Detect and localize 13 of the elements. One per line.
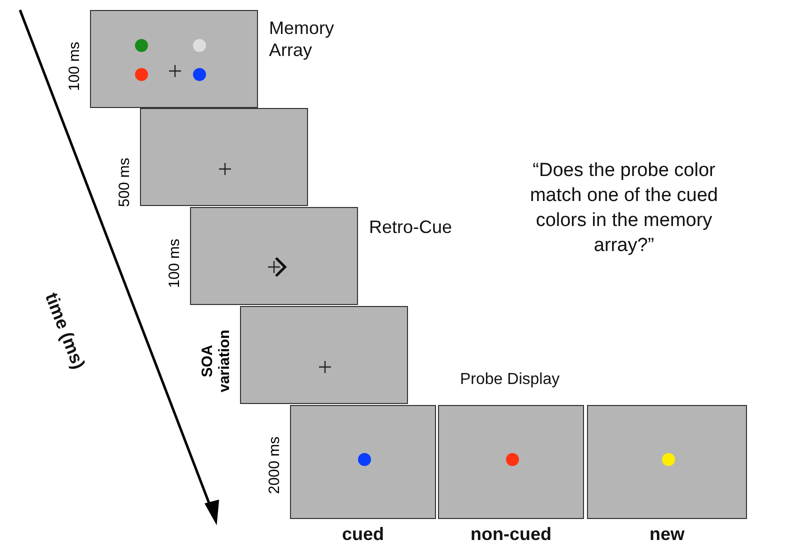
soa-label: SOA variation xyxy=(199,328,233,394)
duration-label: 100 ms xyxy=(166,238,183,288)
screen-heading: Retro-Cue xyxy=(369,216,454,238)
screen-heading: Memory Array xyxy=(269,17,336,61)
condition-label: non-cued xyxy=(470,524,552,545)
duration-label: 100 ms xyxy=(66,42,83,91)
condition-label: cued xyxy=(340,524,385,545)
duration-label: 500 ms xyxy=(116,158,133,207)
section-heading: Probe Display xyxy=(460,371,560,389)
axis-title: time (ms) xyxy=(40,290,89,372)
condition-label: new xyxy=(648,524,686,545)
duration-label: 2000 ms xyxy=(266,436,283,494)
question-text: “Does the probe color match one of the cued colors in the memory array?” xyxy=(528,159,719,258)
